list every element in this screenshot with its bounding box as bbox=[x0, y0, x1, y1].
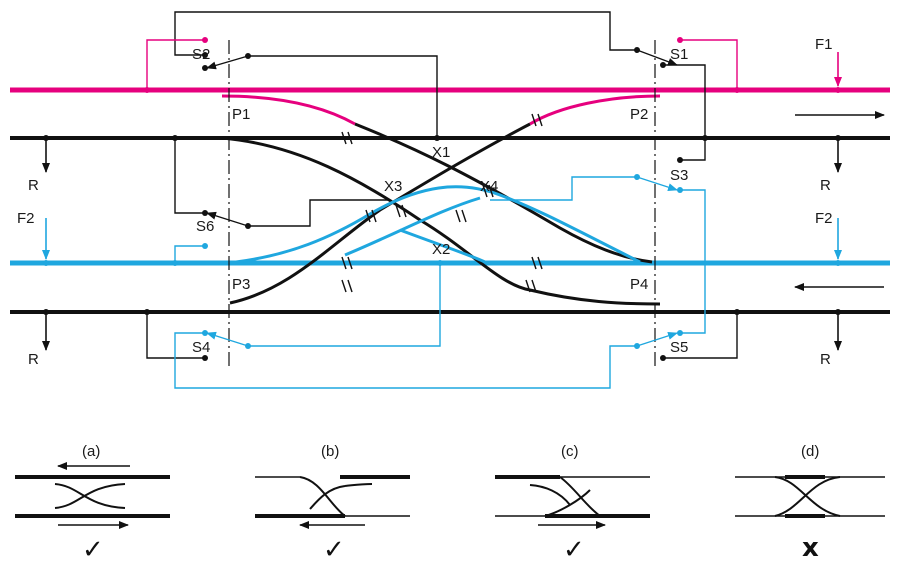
label-X1: X1 bbox=[432, 144, 450, 161]
label-R-1: R bbox=[28, 177, 39, 194]
panel-d: (d) x bbox=[735, 443, 885, 563]
label-R-3: R bbox=[28, 351, 39, 368]
check-icon: ✓ bbox=[82, 535, 104, 564]
curve-magenta-right bbox=[529, 94, 661, 126]
switch-blades bbox=[206, 49, 678, 347]
panel-a-label: (a) bbox=[82, 443, 100, 460]
label-X4: X4 bbox=[480, 178, 498, 195]
wiring-black bbox=[146, 11, 738, 359]
curve-cyan-diag-2 bbox=[344, 196, 481, 257]
curve-magenta-left bbox=[221, 94, 356, 126]
label-S5: S5 bbox=[670, 339, 688, 356]
panel-b-label: (b) bbox=[321, 443, 339, 460]
check-icon: ✓ bbox=[323, 535, 345, 564]
label-P4: P4 bbox=[630, 276, 648, 293]
label-P3: P3 bbox=[232, 276, 250, 293]
label-S6: S6 bbox=[196, 218, 214, 235]
check-icon: ✓ bbox=[563, 535, 585, 564]
curve-black-diag-3 bbox=[229, 122, 531, 305]
panel-c-label: (c) bbox=[561, 443, 579, 460]
label-S2: S2 bbox=[192, 46, 210, 63]
label-S3: S3 bbox=[670, 167, 688, 184]
label-R-2: R bbox=[820, 177, 831, 194]
label-S4: S4 bbox=[192, 339, 210, 356]
curve-cyan-diag-1 bbox=[235, 185, 641, 264]
label-S1: S1 bbox=[670, 46, 688, 63]
label-P1: P1 bbox=[232, 106, 250, 123]
panel-b: (b) ✓ bbox=[255, 443, 410, 564]
label-F2-left: F2 bbox=[17, 210, 35, 227]
panel-a: (a) ✓ bbox=[15, 443, 170, 564]
label-F1: F1 bbox=[815, 36, 833, 53]
label-R-4: R bbox=[820, 351, 831, 368]
main-diagram: S2 S1 S3 S6 S4 S5 P1 P2 P3 P4 X1 X2 X3 X… bbox=[10, 11, 890, 389]
label-F2-right: F2 bbox=[815, 210, 833, 227]
wiring-cyan bbox=[174, 176, 706, 389]
label-P2: P2 bbox=[630, 106, 648, 123]
feed-arrows bbox=[42, 52, 842, 260]
label-X2: X2 bbox=[432, 241, 450, 258]
return-arrows bbox=[42, 138, 842, 351]
cross-icon: x bbox=[802, 533, 819, 563]
panel-c: (c) ✓ bbox=[495, 443, 650, 564]
panel-d-label: (d) bbox=[801, 443, 819, 460]
curve-black-diag-1 bbox=[354, 122, 653, 264]
label-X3: X3 bbox=[384, 178, 402, 195]
curve-cyan-diag-3 bbox=[399, 228, 486, 264]
insulated-joints bbox=[341, 113, 543, 293]
wiring-magenta bbox=[146, 39, 738, 90]
